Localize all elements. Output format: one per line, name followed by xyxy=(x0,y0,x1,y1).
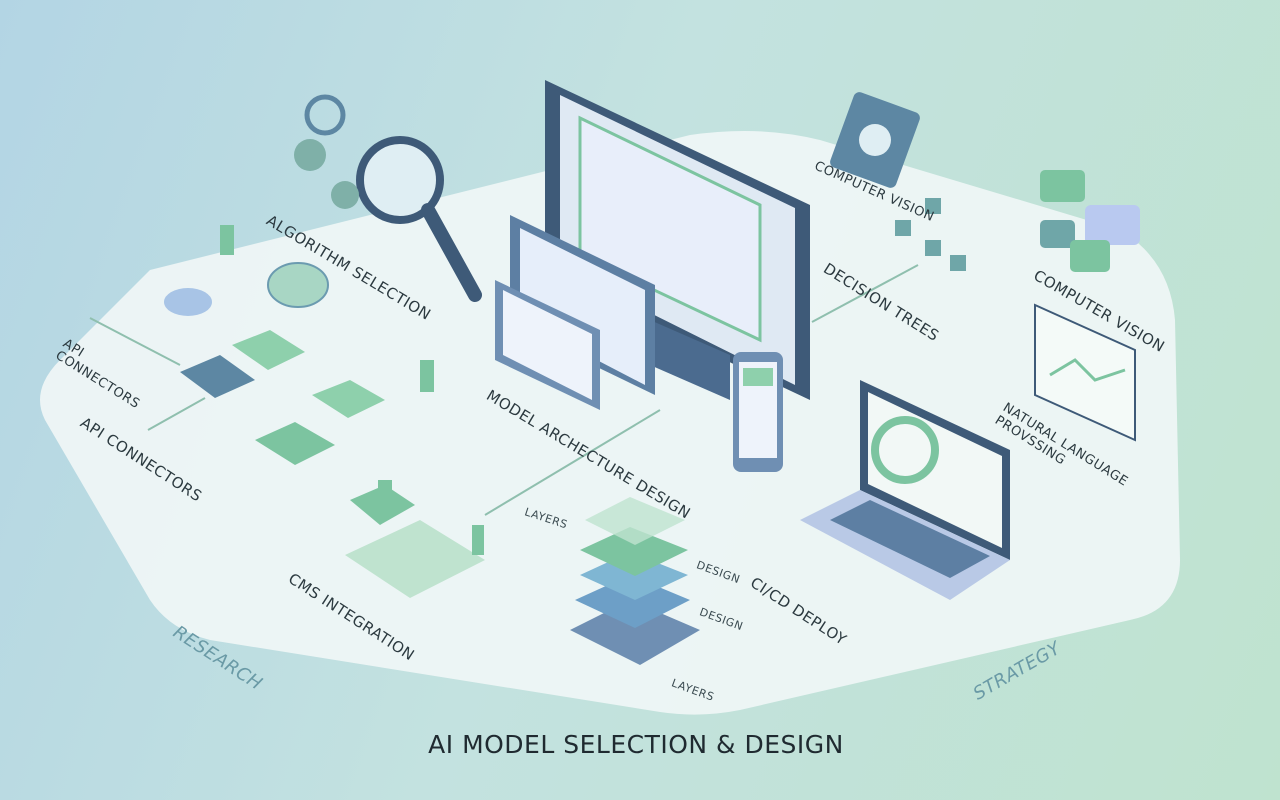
phone xyxy=(733,352,783,472)
decision-tree-icon xyxy=(895,198,966,271)
connector-lines xyxy=(89,264,919,516)
desktop-monitor xyxy=(545,80,810,400)
cms-desk xyxy=(345,485,485,598)
layer-stack xyxy=(570,497,700,665)
analytics-chart-icon xyxy=(1034,303,1136,442)
api-blocks xyxy=(180,330,385,465)
page-title: AI MODEL SELECTION & DESIGN xyxy=(428,730,844,759)
laptop xyxy=(800,380,1010,600)
camera-icon xyxy=(830,92,920,188)
brain-icon xyxy=(267,262,329,308)
cloud-icon xyxy=(164,288,212,316)
magnifier-icon xyxy=(304,94,482,302)
chat-bubbles-icon xyxy=(1040,170,1140,272)
tablet xyxy=(495,215,655,410)
people xyxy=(220,225,484,555)
gear-icon xyxy=(294,139,359,209)
